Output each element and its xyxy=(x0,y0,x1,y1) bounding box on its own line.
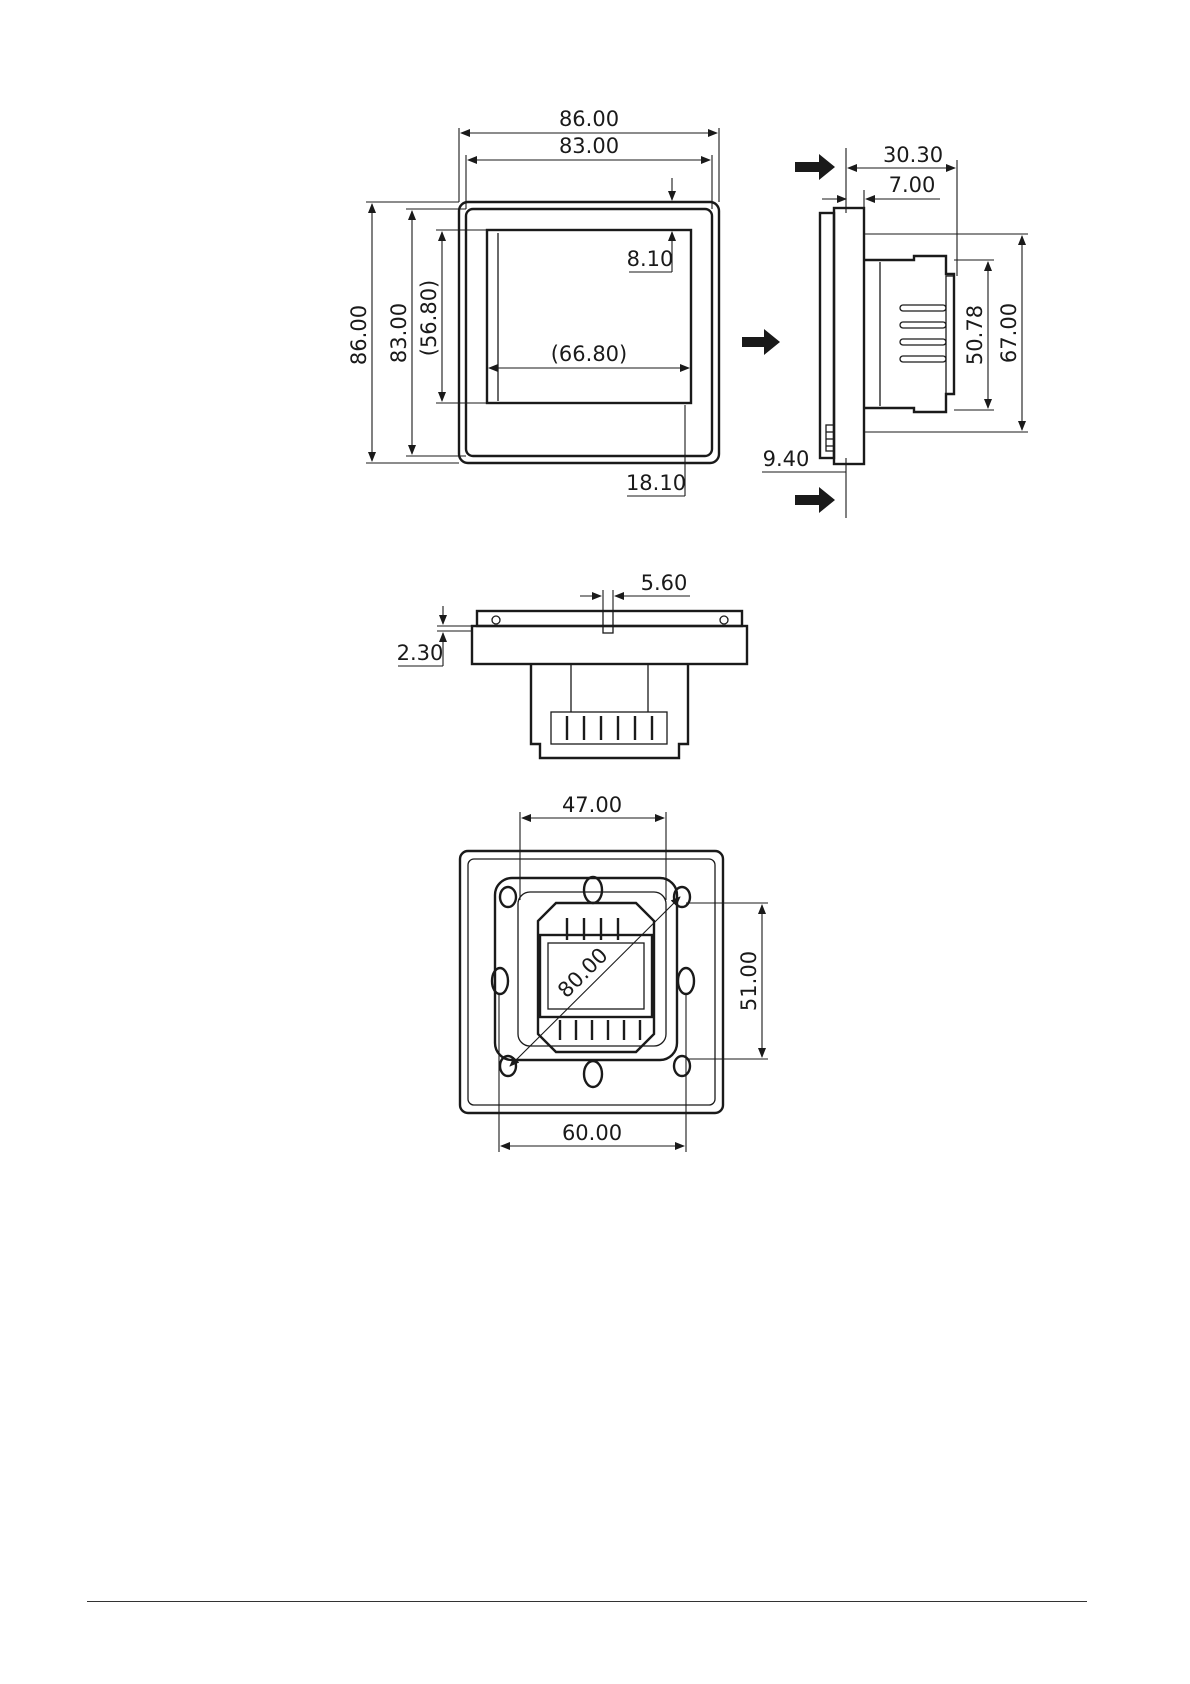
top-pins xyxy=(567,716,652,740)
side-outer-height-label: 67.00 xyxy=(997,303,1021,363)
front-overall-width-label: 86.00 xyxy=(559,107,619,131)
side-view-labels: 30.30 7.00 67.00 50.78 9.40 xyxy=(763,143,1021,471)
top-plate-thickness-label: 2.30 xyxy=(397,641,444,665)
top-view-labels: 5.60 2.30 xyxy=(397,571,688,665)
front-overall-height-label: 86.00 xyxy=(347,305,371,365)
back-pins-top xyxy=(567,918,618,940)
side-bottom-arrow xyxy=(795,487,835,513)
side-body xyxy=(864,256,954,412)
footer-rule xyxy=(87,1601,1087,1602)
front-inner-frame xyxy=(466,209,712,456)
back-bottom-spacing-label: 60.00 xyxy=(562,1121,622,1145)
side-front-plate xyxy=(820,213,834,458)
back-view xyxy=(460,812,768,1152)
side-pins xyxy=(900,305,946,362)
front-view-labels: 86.00 83.00 86.00 83.00 (56.80) (66.80) … xyxy=(347,107,686,495)
side-back-offset-label: 9.40 xyxy=(763,447,810,471)
front-bottom-offset-label: 18.10 xyxy=(626,471,686,495)
top-front-plate xyxy=(477,611,742,626)
front-screen-height-label: (56.80) xyxy=(417,280,441,357)
back-pins-bottom xyxy=(560,1020,640,1040)
side-inner-height-label: 50.78 xyxy=(963,305,987,365)
side-front-depth-label: 7.00 xyxy=(889,173,936,197)
front-screen-width-label: (66.80) xyxy=(551,342,628,366)
back-top-spacing-label: 47.00 xyxy=(562,793,622,817)
side-bezel xyxy=(834,208,864,464)
side-top-arrow xyxy=(795,154,835,180)
mounting-holes xyxy=(492,877,694,1087)
back-side-spacing-label: 51.00 xyxy=(737,951,761,1011)
side-total-depth-label: 30.30 xyxy=(883,143,943,167)
top-view xyxy=(398,590,747,758)
back-view-labels: 47.00 80.00 51.00 60.00 xyxy=(553,793,761,1145)
top-back-plate xyxy=(472,626,747,664)
back-module xyxy=(538,903,654,1052)
top-button-width-label: 5.60 xyxy=(641,571,688,595)
front-top-offset-label: 8.10 xyxy=(627,247,674,271)
front-frame-height-label: 83.00 xyxy=(387,303,411,363)
front-frame-width-label: 83.00 xyxy=(559,134,619,158)
view-arrow xyxy=(742,329,780,355)
